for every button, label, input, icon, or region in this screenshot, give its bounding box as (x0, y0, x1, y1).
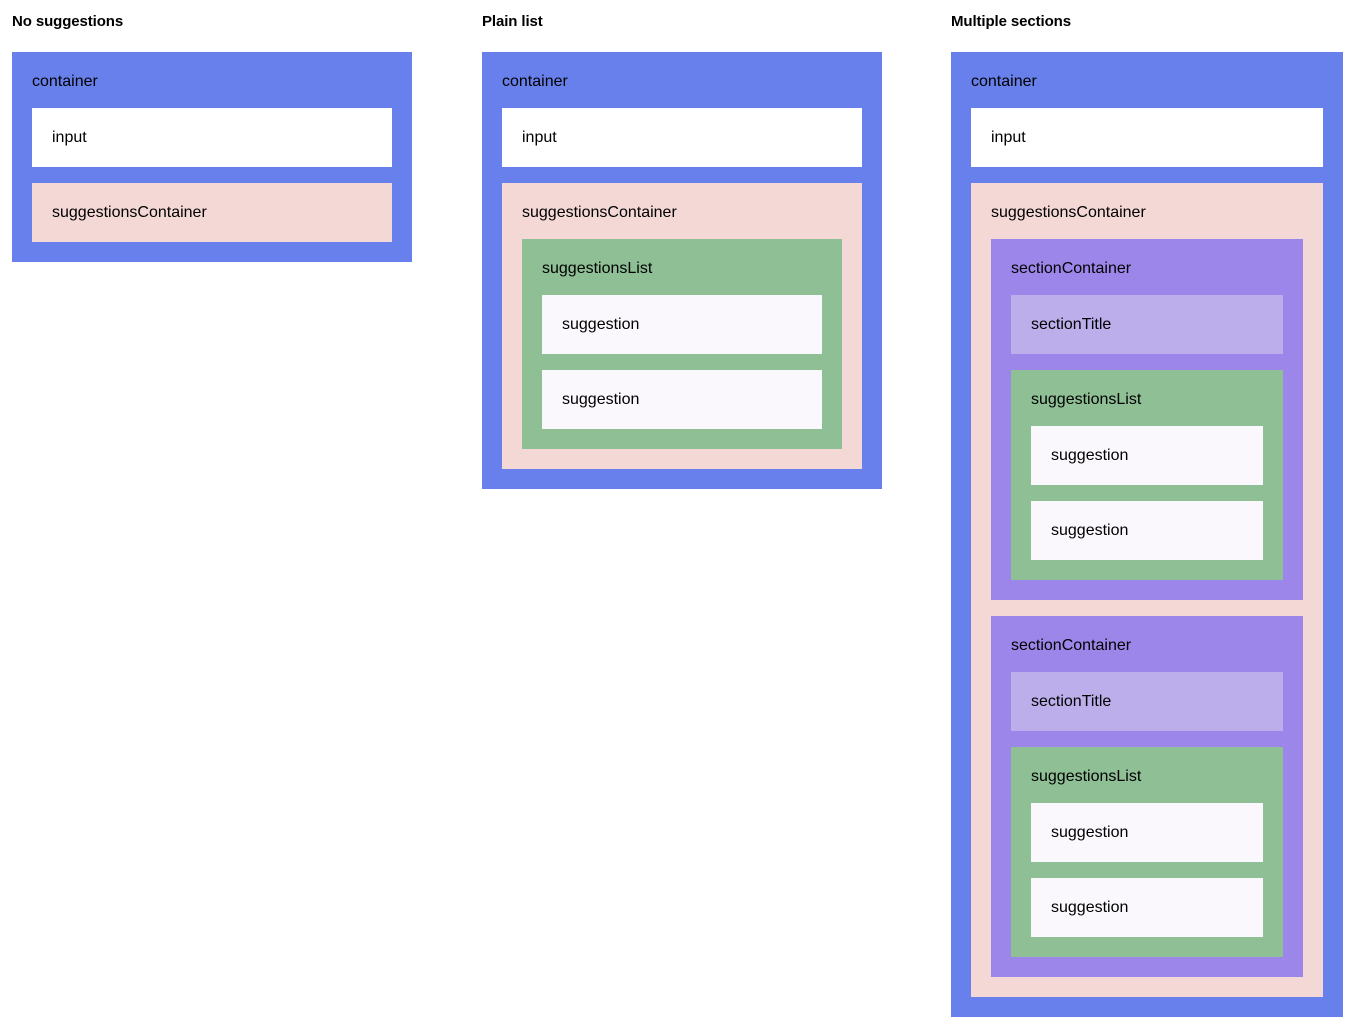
suggestion-label: suggestion (1051, 447, 1129, 464)
input-box-3[interactable]: input (971, 108, 1323, 167)
suggestion-item[interactable]: suggestion (1031, 803, 1263, 862)
container-label: container (32, 73, 98, 90)
container-box-1: container input suggestionsContainer (12, 52, 412, 262)
suggestions-list-box-2: suggestionsList suggestion suggestion (522, 239, 842, 449)
suggestions-container-label: suggestionsContainer (991, 204, 1146, 221)
suggestion-label: suggestion (562, 316, 640, 333)
section-title-label: sectionTitle (1031, 693, 1112, 710)
input-box-2[interactable]: input (502, 108, 862, 167)
suggestion-label: suggestion (562, 391, 640, 408)
column-multiple-sections: Multiple sections container input sugges… (940, 0, 1356, 1017)
section-container: sectionContainer sectionTitle suggestion… (991, 239, 1303, 600)
container-box-3: container input suggestionsContainer sec… (951, 52, 1343, 1017)
suggestion-item[interactable]: suggestion (1031, 878, 1263, 937)
suggestion-label: suggestion (1051, 824, 1129, 841)
input-label: input (52, 129, 87, 146)
section-title-box: sectionTitle (1011, 672, 1283, 731)
suggestion-label: suggestion (1051, 899, 1129, 916)
suggestion-item[interactable]: suggestion (1031, 426, 1263, 485)
suggestions-list-box: suggestionsList suggestion suggestion (1011, 370, 1283, 580)
input-label: input (522, 129, 557, 146)
suggestions-list-label: suggestionsList (1031, 391, 1142, 408)
suggestions-container-label: suggestionsContainer (52, 204, 207, 221)
column-no-suggestions: No suggestions container input suggestio… (0, 0, 470, 262)
container-label: container (502, 73, 568, 90)
suggestions-container-label: suggestionsContainer (522, 204, 677, 221)
section-container: sectionContainer sectionTitle suggestion… (991, 616, 1303, 977)
column-plain-list: Plain list container input suggestionsCo… (470, 0, 940, 489)
suggestions-container-box-3: suggestionsContainer sectionContainer se… (971, 183, 1323, 997)
suggestion-label: suggestion (1051, 522, 1129, 539)
section-container-label: sectionContainer (1011, 260, 1132, 277)
column-heading-multiple-sections: Multiple sections (951, 13, 1071, 30)
container-box-2: container input suggestionsContainer sug… (482, 52, 882, 489)
section-title-box: sectionTitle (1011, 295, 1283, 354)
suggestions-container-box-1: suggestionsContainer (32, 183, 392, 242)
suggestion-item[interactable]: suggestion (542, 295, 822, 354)
section-container-label: sectionContainer (1011, 637, 1132, 654)
input-label: input (991, 129, 1026, 146)
suggestions-list-label: suggestionsList (542, 260, 653, 277)
suggestion-item[interactable]: suggestion (542, 370, 822, 429)
suggestions-list-label: suggestionsList (1031, 768, 1142, 785)
suggestions-list-box: suggestionsList suggestion suggestion (1011, 747, 1283, 957)
column-heading-plain-list: Plain list (482, 13, 543, 30)
column-heading-no-suggestions: No suggestions (12, 13, 124, 30)
suggestion-item[interactable]: suggestion (1031, 501, 1263, 560)
input-box-1[interactable]: input (32, 108, 392, 167)
suggestions-container-box-2: suggestionsContainer suggestionsList sug… (502, 183, 862, 469)
section-title-label: sectionTitle (1031, 316, 1112, 333)
container-label: container (971, 73, 1037, 90)
